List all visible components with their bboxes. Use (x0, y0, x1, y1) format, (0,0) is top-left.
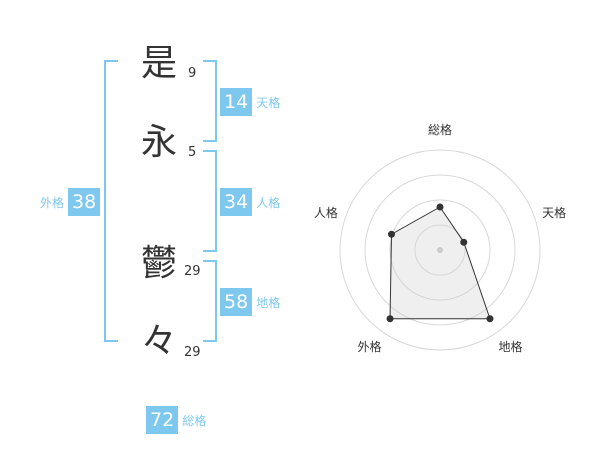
chikaku-bracket (203, 260, 217, 342)
radar-point-1 (436, 203, 444, 211)
gaikaku-badge: 外格 38 (40, 188, 101, 216)
soukaku-badge: 72 総格 (146, 406, 206, 434)
radar-point-4 (386, 315, 394, 323)
tenkaku-bracket (203, 60, 217, 142)
radar-axis-label-3: 地格 (499, 339, 523, 354)
jinkaku-bracket (203, 150, 217, 252)
radar-ring-4 (339, 149, 541, 351)
radar-axis-label-1: 総格 (428, 122, 452, 137)
tenkaku-label: 天格 (256, 95, 281, 110)
soukaku-value: 72 (146, 406, 179, 434)
radar-axis-label-5: 人格 (314, 205, 338, 220)
gaikaku-bracket (104, 60, 118, 342)
name-char-2: 永 (141, 122, 178, 163)
gaikaku-label: 外格 (40, 195, 65, 210)
jinkaku-label: 人格 (256, 195, 281, 210)
radar-ring-2 (389, 199, 491, 301)
name-char-3: 鬱 (141, 243, 178, 284)
radar-axis-label-4: 外格 (357, 339, 381, 354)
radar-ring-3 (364, 174, 516, 326)
name-char-1-strokes: 9 (188, 66, 197, 81)
soukaku-label: 総格 (182, 413, 207, 428)
radar-point-5 (387, 230, 395, 238)
name-char-2-strokes: 5 (188, 145, 197, 160)
radar-point-3 (486, 315, 494, 323)
jinkaku-value: 34 (220, 188, 253, 216)
name-char-3-strokes: 29 (184, 264, 201, 279)
gaikaku-value: 38 (68, 188, 101, 216)
name-char-1: 是 (141, 43, 178, 84)
chikaku-value: 58 (220, 288, 253, 316)
chikaku-badge: 58 地格 (220, 288, 280, 316)
chikaku-label: 地格 (256, 295, 281, 310)
radar-center-dot (437, 247, 443, 253)
tenkaku-badge: 14 天格 (220, 88, 280, 116)
radar-data-polygon (389, 206, 491, 320)
radar-axis-label-2: 天格 (542, 205, 566, 220)
radar-point-2 (460, 238, 468, 246)
tenkaku-value: 14 (220, 88, 253, 116)
radar-ring-1 (414, 224, 466, 276)
jinkaku-badge: 34 人格 (220, 188, 280, 216)
name-char-4: 々 (141, 321, 178, 362)
name-char-4-strokes: 29 (184, 345, 201, 360)
